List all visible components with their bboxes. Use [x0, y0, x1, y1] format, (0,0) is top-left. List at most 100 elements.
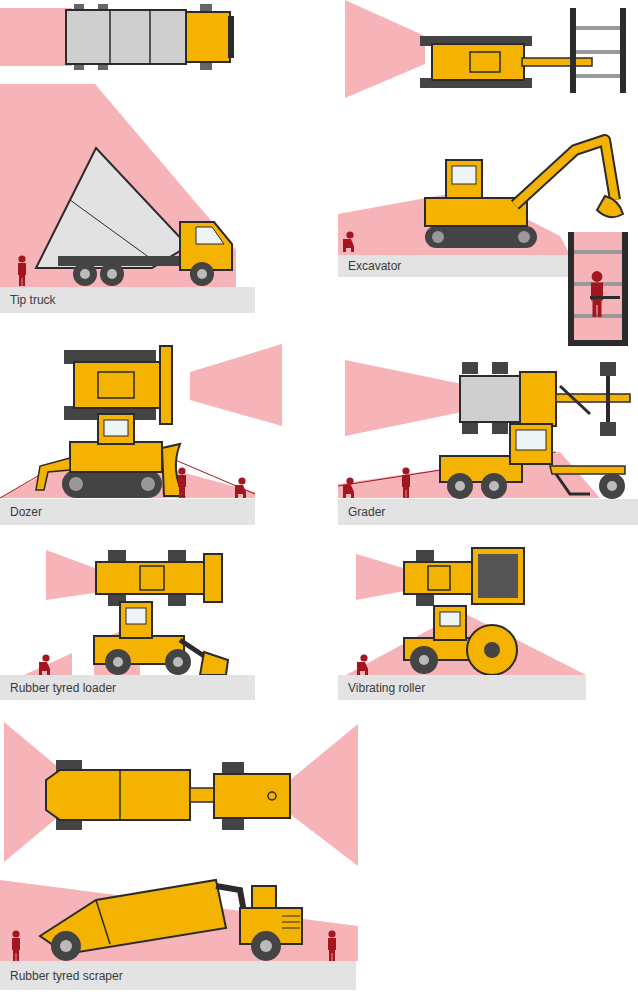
grader-side: [447, 473, 473, 499]
excavator-side: [425, 226, 537, 248]
grader-side: [338, 452, 600, 498]
loader-top: [46, 550, 222, 606]
trench: [568, 232, 574, 346]
excavator-top: [620, 8, 626, 93]
caption-band: Vibrating roller: [338, 675, 586, 700]
dozer-side: [62, 470, 162, 498]
caption-band: Excavator: [338, 255, 568, 277]
roller-side: [357, 654, 368, 675]
grader-side: [489, 481, 499, 491]
excavator-top: [345, 0, 425, 98]
loader-side: [126, 608, 146, 624]
machine-label: Grader: [348, 505, 385, 519]
loader-top: [168, 550, 186, 562]
loader-side: [165, 649, 191, 675]
dozer-side: [104, 420, 128, 436]
roller-top: [356, 554, 410, 600]
dozer-side: [70, 442, 162, 472]
grader-top: [345, 360, 462, 436]
excavator-side: [432, 231, 444, 243]
scraper-side: [252, 886, 276, 908]
machine-label: Rubber tyred scraper: [10, 969, 123, 983]
roller-top: [478, 554, 518, 598]
excavator-top: [576, 74, 620, 78]
dozer-top: [98, 372, 134, 398]
scraper-top: [222, 762, 244, 774]
machine-label: Vibrating roller: [348, 681, 425, 695]
roller-top: [356, 548, 524, 606]
scraper-top: [214, 774, 290, 818]
loader-side: [39, 654, 50, 675]
tip-truck-top: [109, 10, 111, 64]
grader-side: [599, 473, 625, 499]
scraper-side: [0, 880, 358, 961]
roller-side: [484, 642, 500, 658]
scraper-top: [4, 722, 358, 866]
grader-side: [343, 477, 354, 498]
excavator-top: [576, 26, 620, 30]
grader-side: [516, 430, 546, 450]
tip-truck-side: [70, 200, 150, 258]
scraper-top: [119, 770, 121, 820]
tip-truck-side: [196, 227, 224, 244]
dozer-side: [141, 477, 155, 491]
excavator-top: [470, 52, 500, 72]
scraper-side: [282, 922, 300, 923]
excavator-top: [576, 50, 620, 54]
roller-side: [467, 625, 517, 675]
grader-top: [460, 376, 522, 422]
excavator-side: [452, 166, 476, 184]
loader-side: [120, 602, 152, 638]
grader-side: [550, 466, 625, 474]
scraper-top: [290, 724, 358, 866]
loader-side: [24, 602, 228, 675]
loader-side: [72, 638, 94, 675]
trench: [574, 250, 622, 254]
grader-top: [556, 394, 630, 402]
tip-truck-side: [36, 148, 188, 268]
grader-top: [600, 422, 616, 436]
caption-band: Tip truck: [0, 287, 255, 313]
loader-top: [204, 554, 222, 602]
dozer-top: [190, 344, 282, 426]
scraper-side: [12, 930, 20, 961]
grader-side: [510, 424, 552, 464]
excavator-side: [425, 198, 527, 226]
tip-truck-top: [186, 12, 230, 62]
tip-truck-side: [0, 84, 236, 287]
tip-truck-top: [0, 8, 72, 66]
roller-top: [428, 566, 450, 590]
scraper-side: [60, 940, 72, 952]
grader-top: [520, 372, 556, 426]
grader-side: [481, 473, 507, 499]
excavator-side: [446, 160, 482, 198]
grader-top: [462, 362, 478, 374]
roller-side: [410, 646, 438, 674]
loader-top: [140, 566, 164, 590]
dozer-side: [178, 467, 186, 498]
loader-top: [46, 550, 100, 600]
excavator-top: [522, 58, 592, 66]
caption-band: Grader: [338, 499, 638, 525]
dozer-top: [64, 344, 282, 426]
roller-side: [434, 606, 466, 640]
scraper-side: [51, 931, 81, 961]
grader-top: [462, 422, 478, 434]
machine-label: Tip truck: [10, 293, 56, 307]
grader-top: [600, 362, 616, 376]
loader-side: [200, 652, 228, 675]
scraper-top: [46, 770, 190, 820]
tip-truck-top: [0, 4, 234, 70]
scraper-side: [282, 928, 300, 929]
tip-truck-side: [197, 269, 207, 279]
roller-top: [416, 594, 434, 606]
roller-top: [416, 550, 434, 562]
excavator-side: [338, 190, 570, 255]
tip-truck-side: [18, 255, 26, 286]
tip-truck-side: [100, 262, 124, 286]
loader-top: [108, 550, 126, 562]
machine-label: Dozer: [10, 505, 42, 519]
scraper-side: [282, 916, 300, 917]
loader-top: [168, 594, 186, 606]
